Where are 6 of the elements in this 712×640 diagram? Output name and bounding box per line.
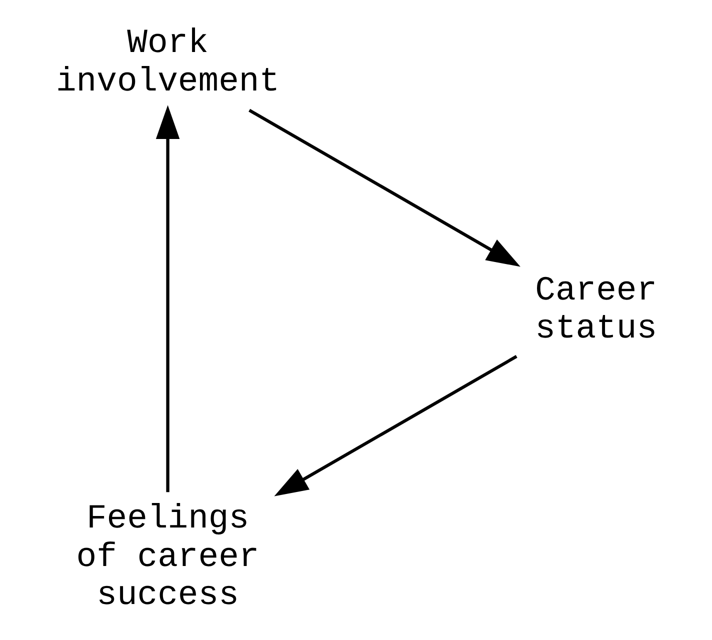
node-text: Work involvement <box>56 25 280 102</box>
node-text: Feelings of career success <box>76 500 260 615</box>
arrow <box>156 105 180 492</box>
arrow <box>274 355 518 496</box>
arrow <box>248 108 520 267</box>
node-text: Career status <box>535 272 658 349</box>
